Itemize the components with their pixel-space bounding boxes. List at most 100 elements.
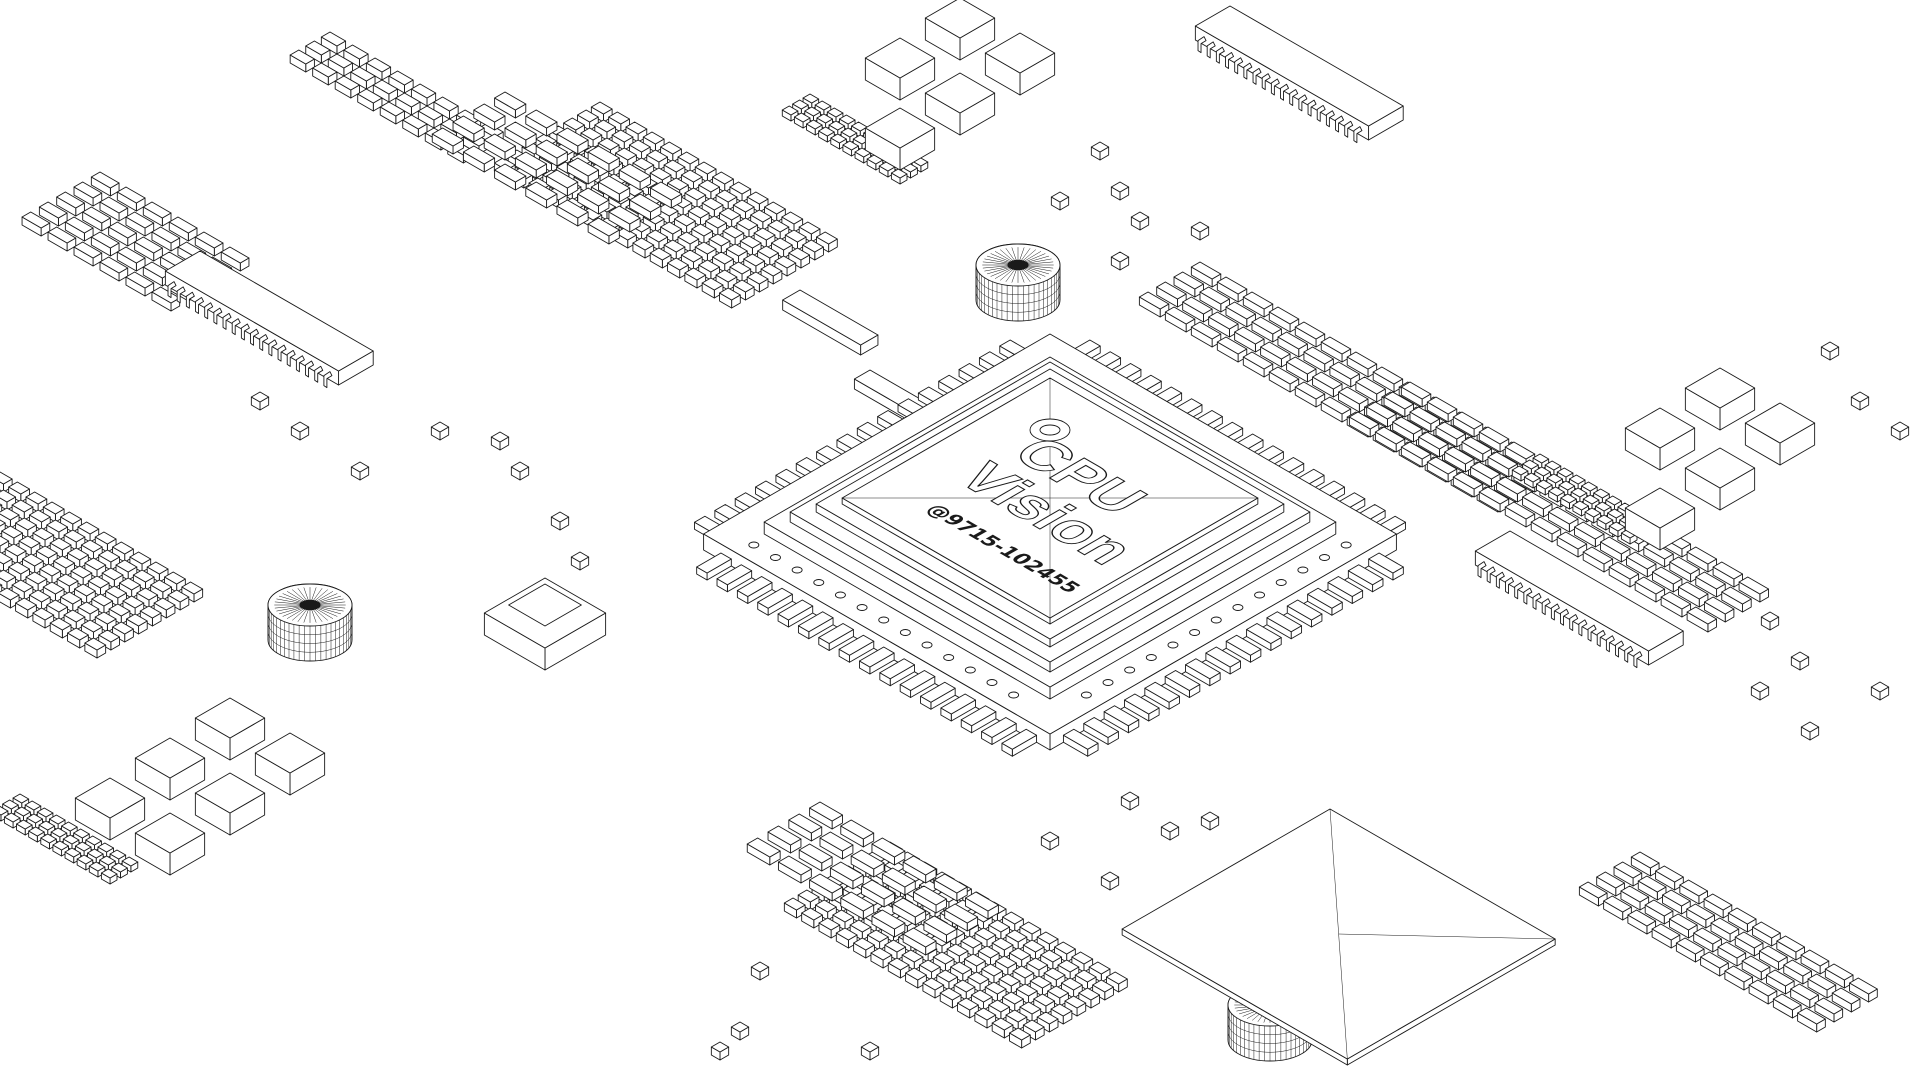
pad bbox=[701, 197, 724, 219]
box-face bbox=[1260, 341, 1291, 360]
pad bbox=[944, 903, 979, 932]
box-face bbox=[708, 233, 731, 247]
small-component bbox=[1110, 251, 1130, 271]
pad bbox=[305, 40, 331, 64]
box-face bbox=[94, 531, 117, 545]
pad bbox=[1383, 391, 1414, 418]
box-face bbox=[901, 949, 924, 963]
box-face bbox=[1312, 371, 1343, 390]
pad bbox=[1693, 927, 1722, 953]
ic-pin bbox=[185, 291, 195, 309]
small-component bbox=[1160, 821, 1180, 841]
box-face bbox=[67, 627, 89, 641]
box-face bbox=[594, 119, 617, 133]
pad bbox=[1548, 506, 1579, 533]
box-face bbox=[101, 567, 124, 581]
box-face bbox=[1660, 591, 1692, 610]
box-face bbox=[988, 999, 1010, 1013]
ic-pin bbox=[1596, 629, 1606, 647]
pad bbox=[504, 121, 537, 149]
cpu-contact bbox=[1102, 679, 1114, 686]
box-face bbox=[305, 40, 331, 56]
ic-pin bbox=[1486, 566, 1496, 584]
box-face bbox=[1071, 951, 1094, 965]
box-face bbox=[1546, 473, 1563, 484]
box-face bbox=[650, 181, 683, 201]
pad bbox=[1092, 979, 1114, 1001]
box-face bbox=[783, 897, 806, 911]
pad bbox=[74, 841, 92, 858]
ic-pin bbox=[268, 339, 278, 357]
pad bbox=[1173, 271, 1204, 298]
box-face bbox=[1019, 921, 1042, 935]
pad bbox=[650, 181, 683, 209]
pad bbox=[1800, 949, 1830, 975]
box-face bbox=[1083, 717, 1119, 738]
pad bbox=[1452, 471, 1484, 498]
box-face bbox=[840, 891, 875, 912]
pad bbox=[334, 75, 360, 99]
cpu-contact bbox=[770, 554, 781, 561]
pad bbox=[760, 263, 783, 285]
box-face bbox=[1103, 705, 1140, 727]
box-face bbox=[94, 611, 117, 625]
pad bbox=[819, 831, 854, 860]
pad bbox=[646, 149, 668, 171]
box-face bbox=[1246, 623, 1282, 644]
box-face bbox=[698, 179, 720, 193]
pad bbox=[1627, 909, 1657, 935]
box-face bbox=[838, 634, 875, 656]
box-face bbox=[132, 569, 155, 583]
box-face bbox=[757, 587, 793, 609]
box-face bbox=[1400, 441, 1432, 460]
ic-pin bbox=[204, 302, 214, 320]
box-face bbox=[1890, 421, 1910, 433]
box-face bbox=[74, 583, 96, 597]
box-face bbox=[739, 235, 762, 249]
box-face bbox=[563, 117, 585, 131]
box-face bbox=[1338, 386, 1369, 405]
ic-pin bbox=[1578, 619, 1588, 637]
cpu-pin bbox=[1205, 646, 1241, 675]
pad bbox=[646, 229, 668, 251]
box-face bbox=[494, 91, 527, 111]
pad bbox=[1511, 465, 1529, 482]
box-face bbox=[74, 777, 146, 819]
box-face bbox=[864, 37, 936, 79]
pad bbox=[1790, 983, 1819, 1009]
pad bbox=[32, 607, 55, 629]
cpu-contact bbox=[1080, 691, 1092, 699]
box-face bbox=[1064, 995, 1087, 1009]
pad bbox=[90, 231, 120, 257]
pad bbox=[905, 967, 927, 989]
box-face bbox=[1470, 461, 1501, 480]
box-face bbox=[1703, 596, 1735, 615]
small-component bbox=[570, 551, 590, 571]
box-face bbox=[1409, 406, 1440, 425]
pad bbox=[1199, 286, 1230, 313]
pad bbox=[60, 511, 82, 533]
pad bbox=[757, 245, 779, 267]
pad bbox=[1002, 911, 1024, 933]
small-component bbox=[860, 1041, 880, 1061]
pad bbox=[660, 221, 682, 243]
box-face bbox=[116, 246, 146, 264]
box-face bbox=[615, 147, 637, 161]
box-face bbox=[250, 391, 270, 403]
box-face bbox=[550, 511, 570, 523]
ic-pin bbox=[1624, 645, 1634, 663]
box-face bbox=[146, 561, 169, 575]
pad bbox=[84, 557, 107, 579]
pad bbox=[577, 187, 610, 215]
box-face bbox=[867, 929, 889, 943]
box-face bbox=[1536, 479, 1553, 490]
pad bbox=[15, 597, 37, 619]
small-component bbox=[1750, 681, 1770, 701]
box-face bbox=[1036, 931, 1059, 945]
pad-grid bbox=[1578, 851, 1878, 1033]
component-box bbox=[924, 0, 996, 61]
pad bbox=[878, 161, 896, 178]
box-face bbox=[698, 259, 720, 273]
box-face bbox=[715, 269, 738, 283]
box-face bbox=[1368, 552, 1404, 574]
